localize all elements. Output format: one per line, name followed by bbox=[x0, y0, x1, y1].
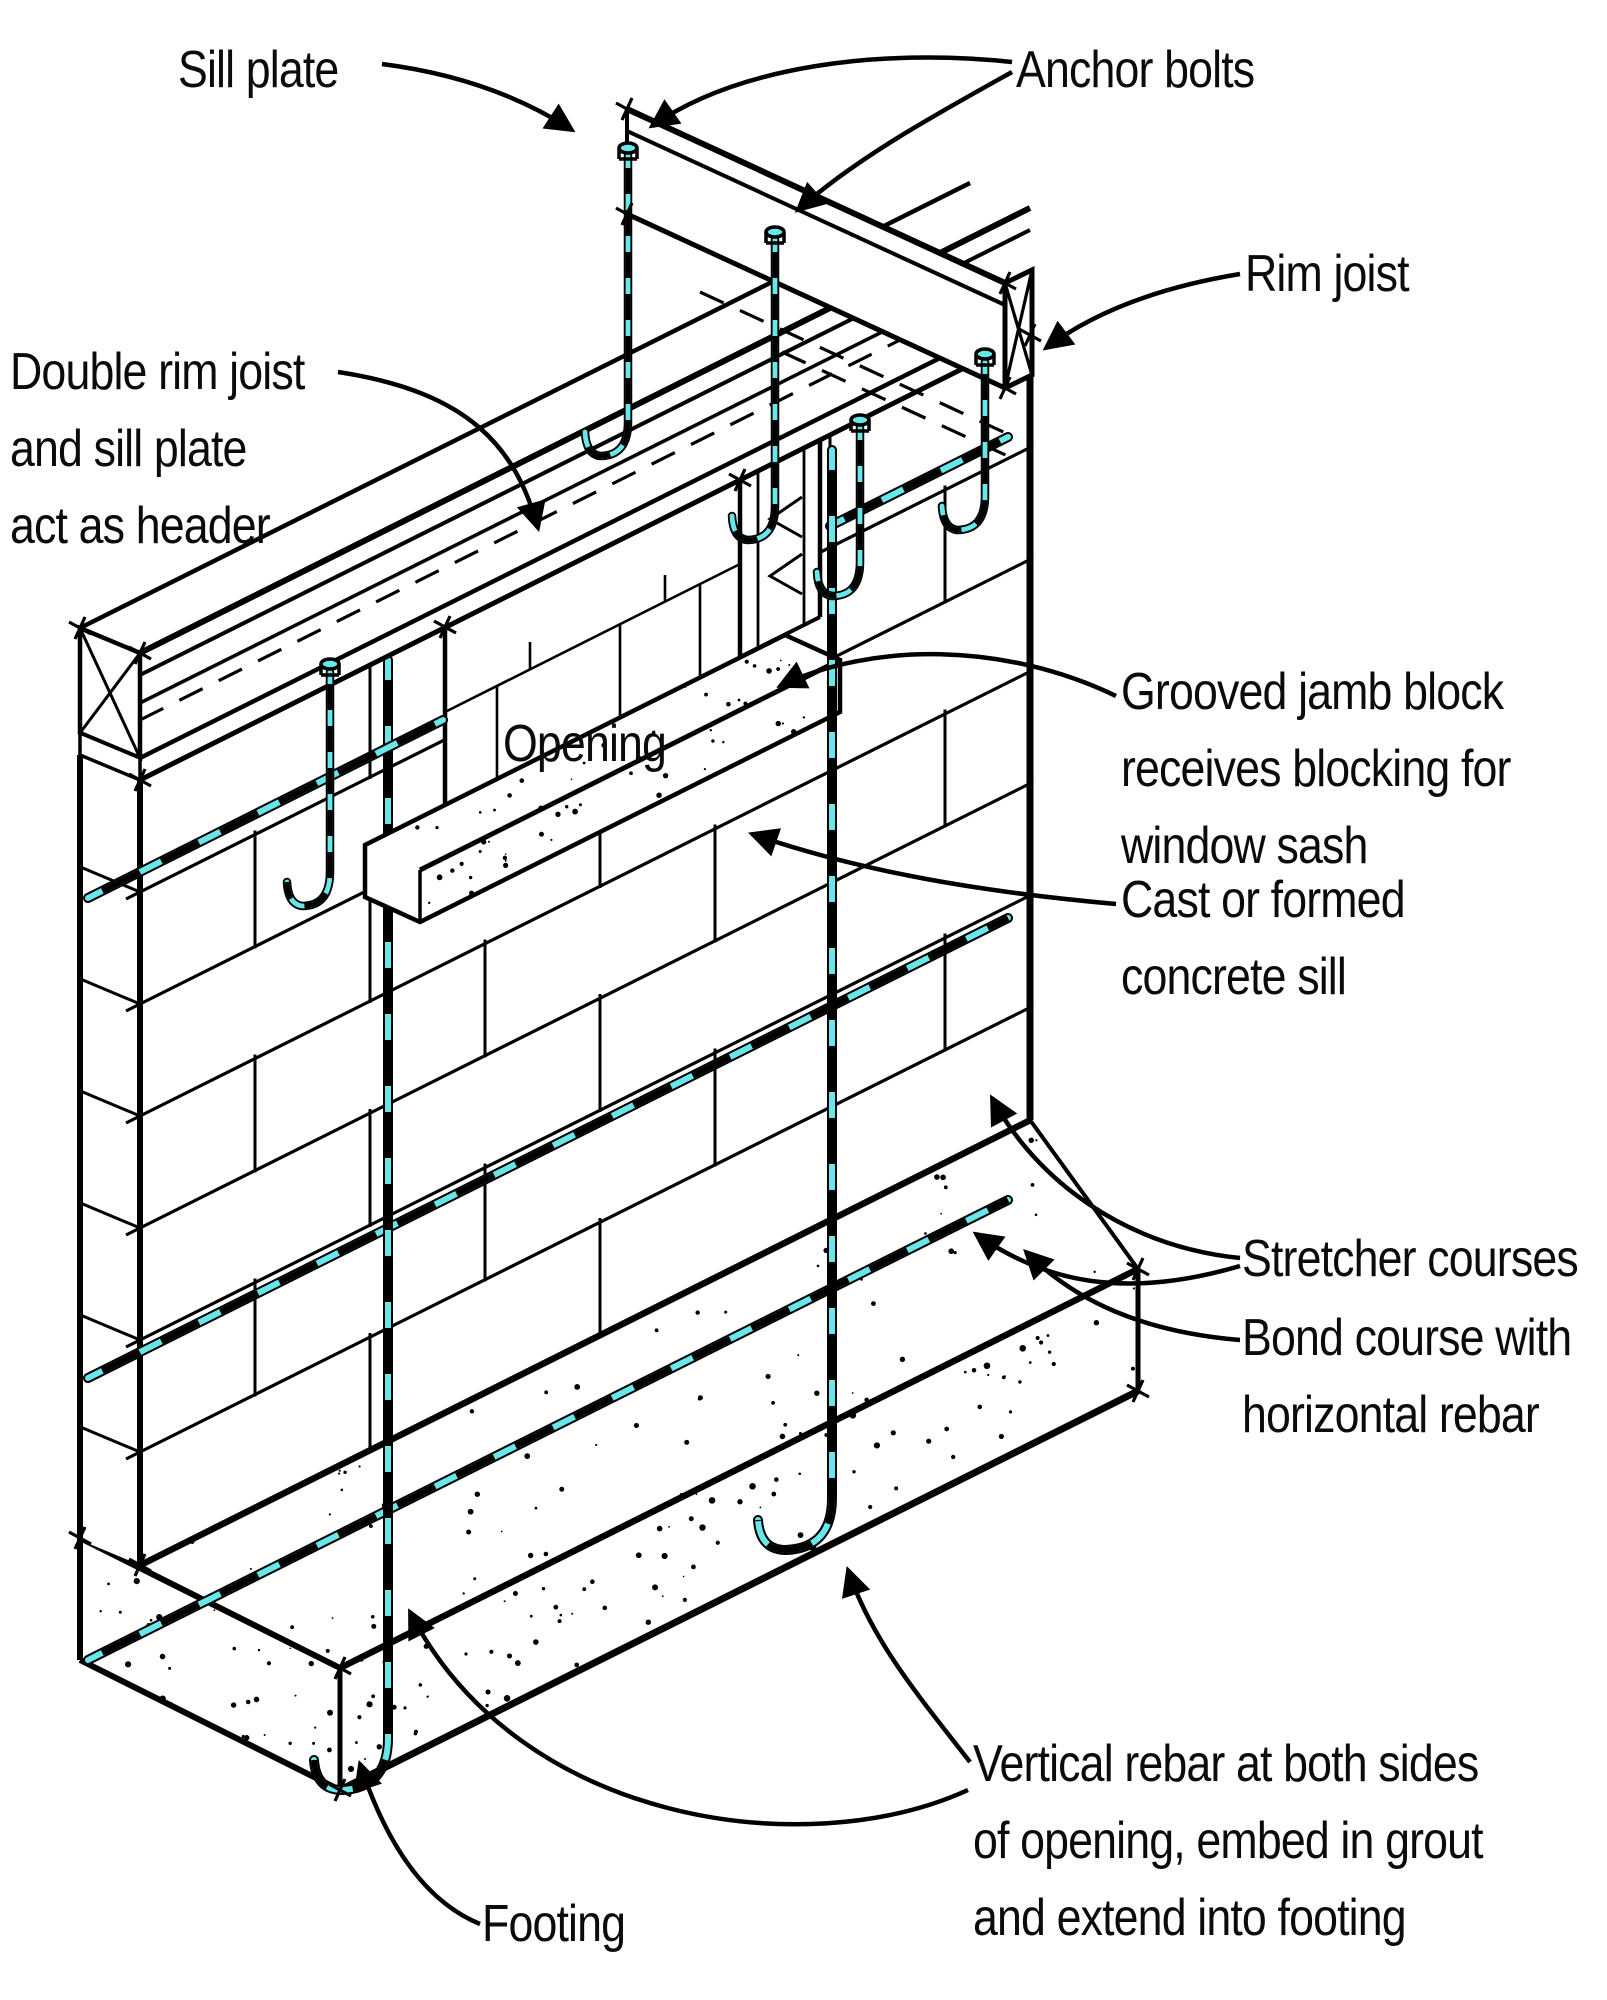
leader-arrows bbox=[337, 55, 1241, 1927]
leader-vrebar-right bbox=[842, 1566, 972, 1764]
anchor-bolt-group bbox=[282, 141, 996, 911]
leader-stretcher-2 bbox=[972, 1231, 1241, 1286]
drafting-tick-marks bbox=[68, 97, 1150, 1802]
label-anchor-bolts: Anchor bolts bbox=[1016, 41, 1255, 99]
anchor-bolt bbox=[937, 347, 996, 535]
anchor-bolt bbox=[727, 225, 786, 545]
leader-header bbox=[337, 369, 546, 533]
horizontal-rebar-group bbox=[83, 655, 1013, 1795]
leader-sill-plate bbox=[381, 61, 576, 133]
leader-rim-joist bbox=[1042, 271, 1241, 351]
leader-vrebar-left bbox=[407, 1608, 969, 1827]
anchor-bolt bbox=[282, 657, 341, 911]
leader-sill bbox=[748, 828, 1117, 907]
leader-footing bbox=[353, 1760, 481, 1927]
anchor-bolt bbox=[812, 413, 871, 601]
header-assembly bbox=[77, 180, 1032, 783]
anchor-bolt bbox=[580, 141, 639, 461]
label-footing: Footing bbox=[482, 1895, 626, 1953]
leader-jamb bbox=[776, 651, 1117, 699]
label-sill-plate: Sill plate bbox=[178, 41, 339, 99]
grooved-jamb-block bbox=[737, 438, 823, 659]
label-rim-joist: Rim joist bbox=[1245, 245, 1410, 303]
leader-anchor-bolt-1 bbox=[648, 55, 1013, 129]
leader-bond-course bbox=[1023, 1249, 1241, 1343]
label-stretcher-note: Stretcher courses bbox=[1242, 1230, 1579, 1288]
leader-anchor-bolt-2 bbox=[794, 70, 1014, 213]
label-opening: Opening bbox=[503, 715, 667, 773]
leader-stretcher-1 bbox=[990, 1094, 1241, 1261]
